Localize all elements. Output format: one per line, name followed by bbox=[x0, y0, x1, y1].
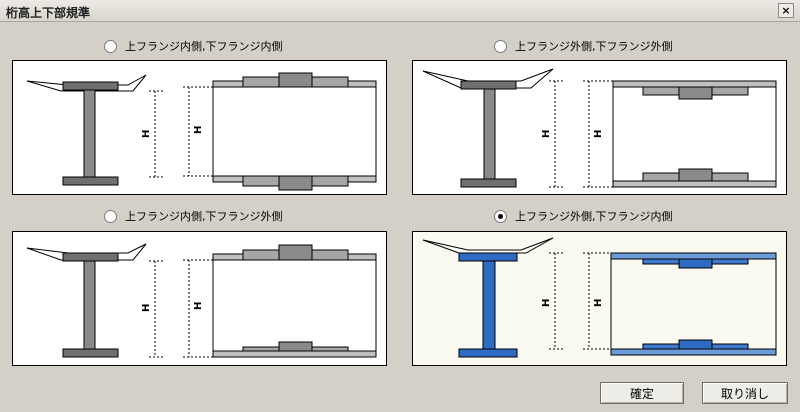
option-label: 上フランジ外側,下フランジ外側 bbox=[515, 40, 673, 53]
height-label: H bbox=[141, 130, 152, 138]
height-label: H bbox=[141, 304, 152, 312]
close-button[interactable]: × bbox=[778, 3, 794, 18]
option-top-in-bottom-in[interactable]: 上フランジ内側,下フランジ内側 bbox=[104, 38, 283, 54]
diagram-panel-top-in-bottom-out[interactable]: H H bbox=[12, 231, 387, 366]
height-label: H bbox=[593, 130, 604, 138]
diagram-panel-top-in-bottom-in[interactable]: H H bbox=[12, 60, 387, 195]
height-label: H bbox=[193, 126, 204, 134]
height-label: H bbox=[193, 302, 204, 310]
title-bar: 桁高上下部規準 × bbox=[0, 0, 800, 22]
diagram-top-out-bottom-out: H H bbox=[422, 68, 777, 188]
diagram-panel-top-out-bottom-in[interactable]: H H bbox=[412, 231, 787, 366]
diagram-top-in-bottom-out: H H bbox=[26, 243, 377, 358]
option-top-out-bottom-out[interactable]: 上フランジ外側,下フランジ外側 bbox=[494, 38, 673, 54]
radio-top-out-bottom-out[interactable] bbox=[494, 39, 507, 53]
radio-top-out-bottom-in[interactable] bbox=[494, 209, 507, 223]
height-label: H bbox=[541, 130, 552, 138]
height-label: H bbox=[541, 299, 552, 307]
radio-top-in-bottom-in[interactable] bbox=[104, 39, 117, 53]
height-label: H bbox=[593, 299, 604, 307]
radio-top-in-bottom-out[interactable] bbox=[104, 209, 117, 223]
option-label: 上フランジ外側,下フランジ内側 bbox=[515, 210, 673, 223]
option-top-in-bottom-out[interactable]: 上フランジ内側,下フランジ外側 bbox=[104, 208, 283, 224]
ok-button[interactable]: 確定 bbox=[600, 382, 684, 404]
window-title: 桁高上下部規準 bbox=[6, 6, 91, 20]
cancel-button[interactable]: 取り消し bbox=[702, 382, 788, 404]
close-icon: × bbox=[781, 4, 791, 17]
option-label: 上フランジ内側,下フランジ内側 bbox=[125, 40, 283, 53]
diagram-panel-top-out-bottom-out[interactable]: H H bbox=[412, 60, 787, 195]
diagram-top-out-bottom-in: H H bbox=[422, 237, 777, 358]
option-top-out-bottom-in[interactable]: 上フランジ外側,下フランジ内側 bbox=[494, 208, 673, 224]
option-label: 上フランジ内側,下フランジ外側 bbox=[125, 210, 283, 223]
diagram-top-in-bottom-in: H H bbox=[26, 72, 377, 191]
